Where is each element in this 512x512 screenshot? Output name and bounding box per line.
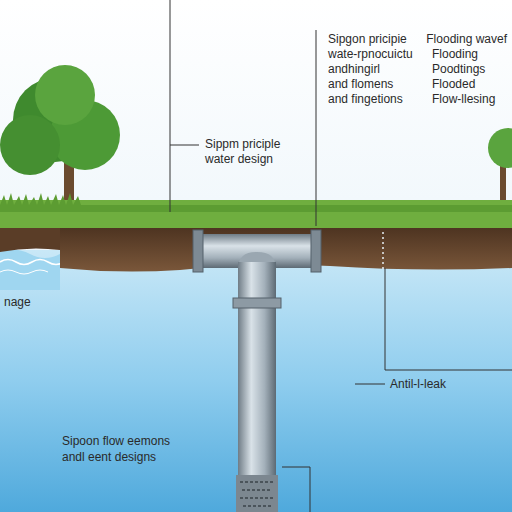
leader-lines bbox=[170, 0, 512, 512]
tree-canopy bbox=[488, 128, 512, 168]
water-body bbox=[0, 250, 512, 512]
annotation-label: Poodtings bbox=[432, 62, 485, 76]
leader-line bbox=[282, 467, 310, 512]
annotation-label: water design bbox=[205, 152, 273, 166]
annotation-label: nage bbox=[4, 295, 31, 309]
pipe-flange bbox=[233, 298, 281, 308]
wave bbox=[0, 260, 64, 265]
tree-canopy bbox=[0, 115, 60, 175]
annotation-label: andhingirl bbox=[328, 62, 380, 76]
pipe-flange bbox=[193, 230, 203, 272]
wave bbox=[0, 270, 48, 274]
annotation-label: Flooding bbox=[432, 47, 478, 61]
annotation-label: and flomens bbox=[328, 77, 393, 91]
leader-line bbox=[385, 268, 512, 370]
pipe-base-texture bbox=[240, 482, 274, 506]
leader-line bbox=[170, 0, 171, 212]
pipe-flange bbox=[311, 230, 321, 272]
annotation-label: Flooded bbox=[432, 77, 475, 91]
leader-line bbox=[316, 30, 317, 226]
annotation-label: Flow-llesing bbox=[432, 92, 495, 106]
annotation-label: Sipoon flow eemons bbox=[62, 434, 170, 448]
seep-line bbox=[382, 232, 384, 272]
annotation-label: Antil-l-leak bbox=[390, 377, 446, 391]
leader-line bbox=[170, 145, 199, 146]
soil-band bbox=[0, 228, 60, 252]
leader-line bbox=[355, 384, 385, 385]
soil-band bbox=[60, 228, 512, 272]
annotation-label: and fingetions bbox=[328, 92, 403, 106]
annotation-label: wate-rpnocuictu bbox=[328, 47, 413, 61]
annotation-label: Sippm priciple bbox=[205, 137, 280, 151]
water-surface bbox=[0, 249, 60, 290]
sky bbox=[0, 0, 512, 260]
pipe-base bbox=[236, 475, 278, 512]
annotation-label: andl eent designs bbox=[62, 450, 156, 464]
annotation-label: Flooding wavef bbox=[426, 32, 507, 46]
grass-blades bbox=[0, 193, 512, 212]
tree-canopy bbox=[35, 65, 95, 125]
annotation-label: Sipgon pricipie bbox=[328, 32, 407, 46]
